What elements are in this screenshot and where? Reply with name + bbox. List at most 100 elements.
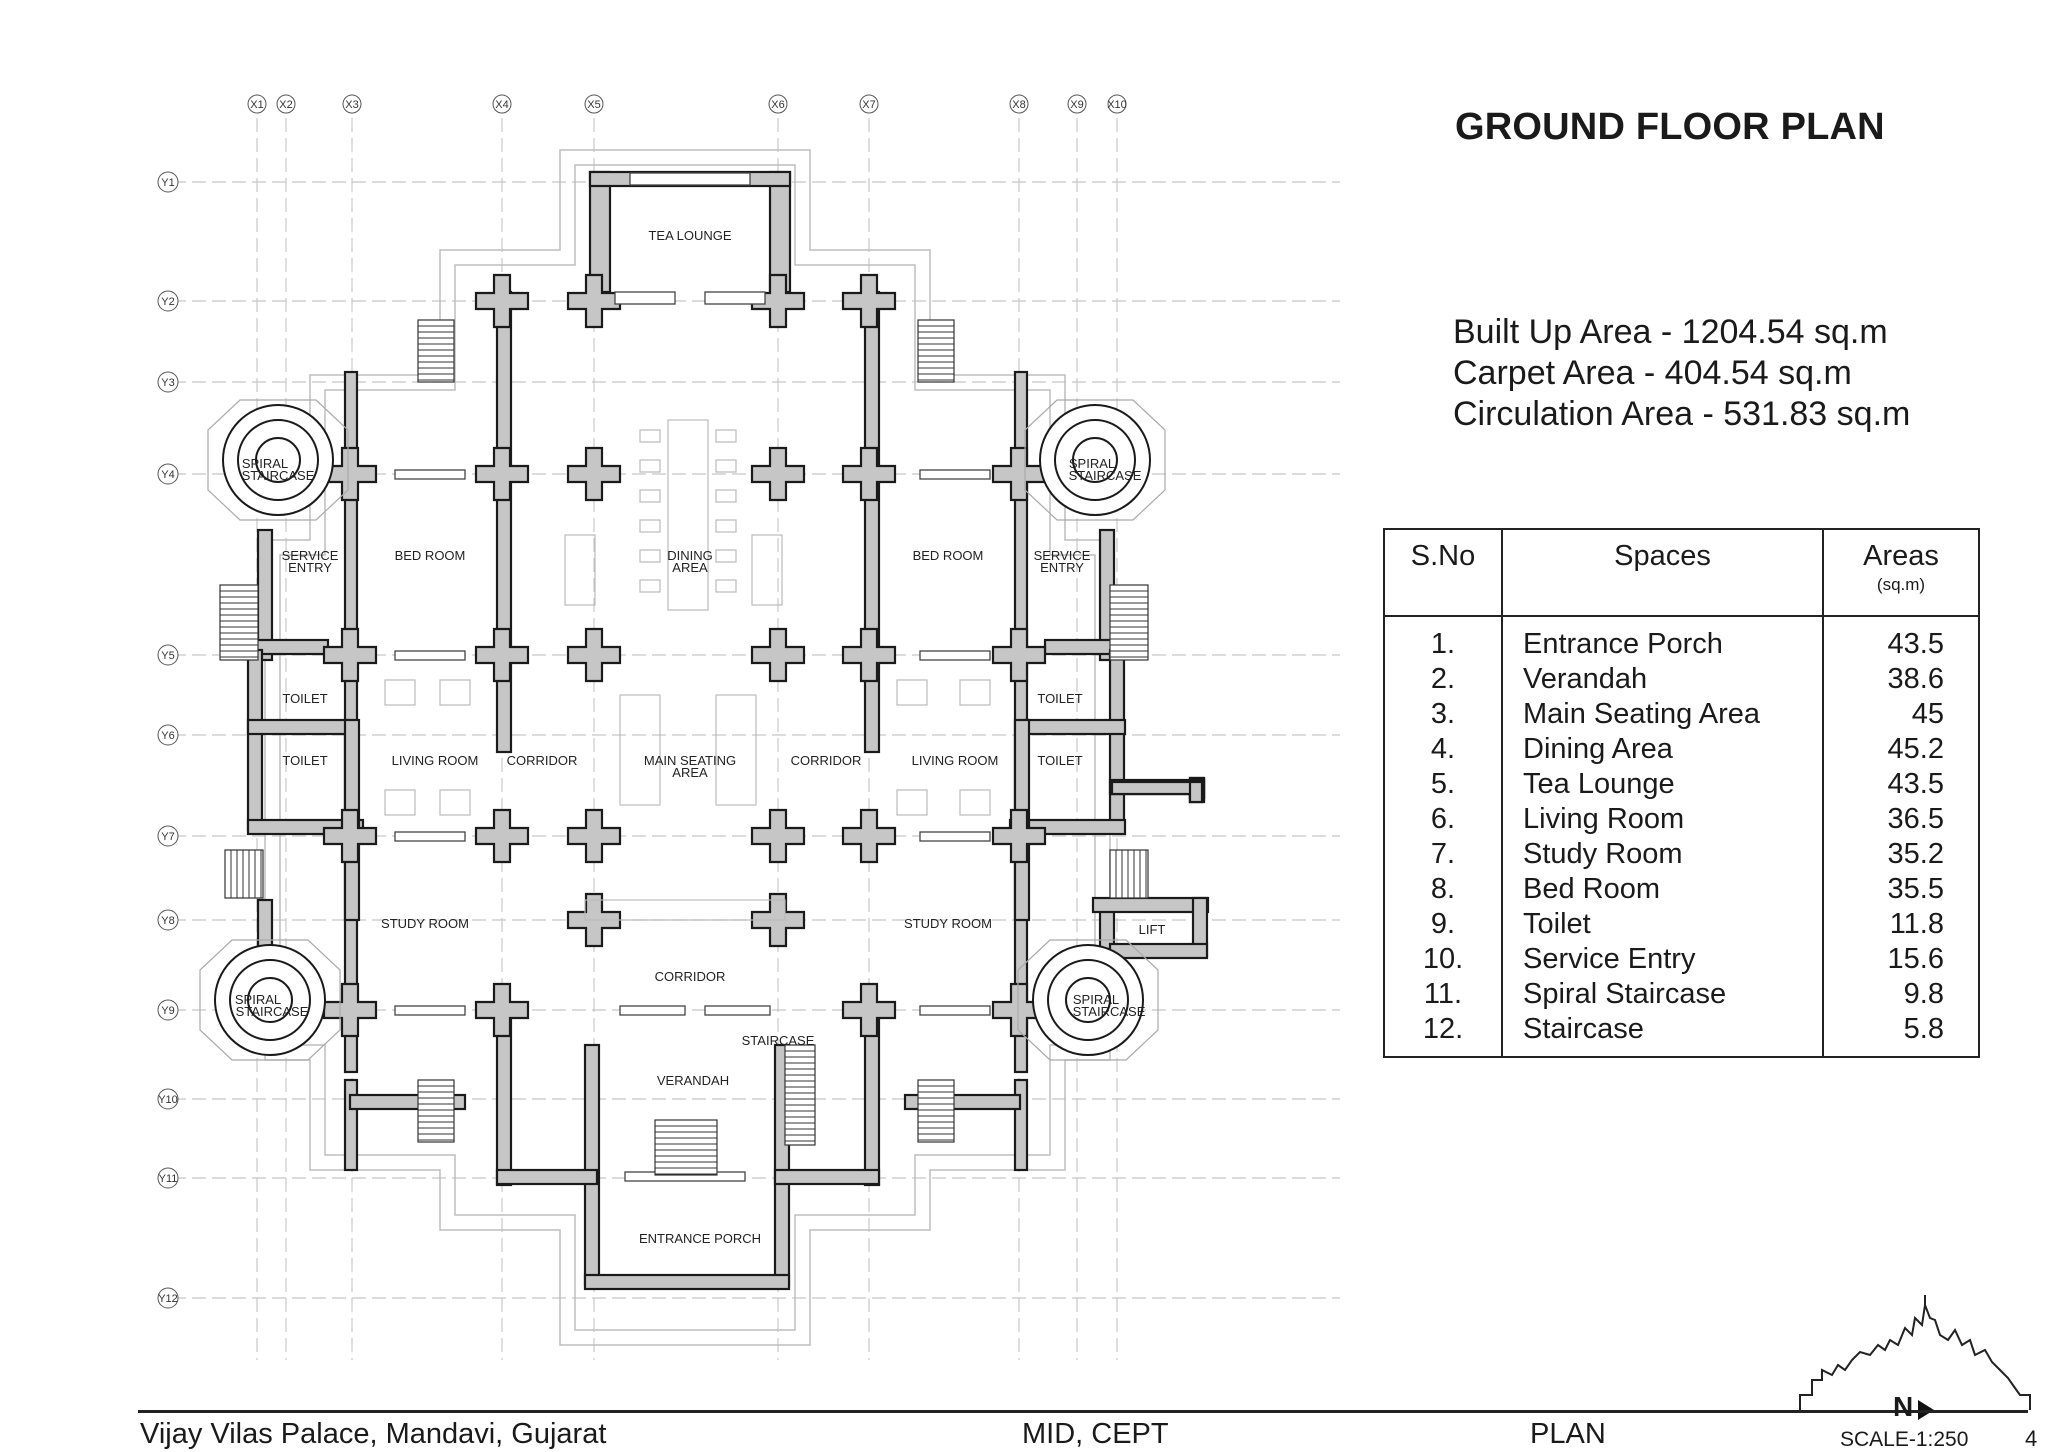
grid-label-x: X10 [1107, 99, 1127, 111]
grid-label-x: X9 [1070, 99, 1083, 111]
cell-spacer [1383, 1047, 1503, 1057]
grid-bubble-x [584, 94, 604, 114]
cell-area: 43.5 [1822, 767, 1980, 802]
grid-bubble-y [157, 171, 179, 193]
label-toilet-1: TOILET [282, 691, 327, 706]
grid-bubble-x [1067, 94, 1087, 114]
cell-sno: 6. [1383, 802, 1503, 837]
pier [566, 627, 622, 683]
label-service-right-2: ENTRY [1040, 560, 1084, 575]
label-toilet-2: TOILET [282, 753, 327, 768]
window [704, 291, 766, 305]
cell-space: Service Entry [1501, 942, 1824, 977]
footer-project: Vijay Vilas Palace, Mandavi, Gujarat [140, 1418, 607, 1450]
carpet-area: Carpet Area - 404.54 sq.m [1453, 354, 1852, 392]
grid-label-y: Y11 [159, 1173, 178, 1185]
cell-sno: 11. [1383, 977, 1503, 1012]
pier [322, 808, 378, 864]
label-spiral-tr-2: STAIRCASE [1069, 468, 1142, 483]
wall-segment [583, 1043, 601, 1287]
page-number: 4 [2025, 1426, 2038, 1451]
pier [841, 808, 897, 864]
grid-bubble-x [1107, 94, 1127, 114]
label-study-right: STUDY ROOM [904, 916, 992, 931]
schedule-spacer-row [1383, 1047, 1980, 1057]
grid-label-y: Y3 [161, 377, 174, 389]
footer-scale: SCALE-1:250 [1840, 1428, 1969, 1451]
window-openings [394, 172, 991, 1182]
cell-space: Verandah [1501, 662, 1824, 697]
grid-label-y: Y6 [161, 730, 174, 742]
window [919, 831, 991, 842]
col-sno: S.No [1383, 528, 1503, 617]
grid-bubble-x [276, 94, 296, 114]
wall-segment [1108, 942, 1209, 960]
cell-spacer [1501, 1047, 1824, 1057]
pier [474, 273, 530, 329]
grid-bubble-y [157, 1088, 179, 1110]
grid-label-y: Y8 [161, 915, 174, 927]
grid-label-x: X1 [250, 99, 263, 111]
pier [991, 982, 1047, 1038]
pier [991, 808, 1047, 864]
window [704, 1005, 771, 1016]
footer-rule [138, 1410, 2028, 1413]
grid-label-x: X8 [1012, 99, 1025, 111]
label-corridor-right: CORRIDOR [791, 753, 862, 768]
label-spiral-tr-1: SPIRAL [1069, 456, 1115, 471]
pier [991, 446, 1047, 502]
grid-bubble-y [157, 290, 179, 312]
grid-label-x: X2 [279, 99, 292, 111]
area-summary: Built Up Area - 1204.54 sq.m Carpet Area… [1453, 312, 1910, 435]
pier [841, 982, 897, 1038]
footer-institute: MID, CEPT [1022, 1418, 1169, 1450]
grid-bubble-y [157, 1167, 179, 1189]
pier [322, 982, 378, 1038]
sheet-title: GROUND FLOOR PLAN [1455, 106, 1885, 148]
pier [566, 446, 622, 502]
pier [750, 627, 806, 683]
cell-sno: 4. [1383, 732, 1503, 767]
label-bed-right: BED ROOM [913, 548, 984, 563]
grid-label-x: X7 [862, 99, 875, 111]
north-label: N [1893, 1391, 1914, 1422]
cell-sno: 9. [1383, 907, 1503, 942]
room-labels: TEA LOUNGE DINING AREA BED ROOM BED ROOM… [235, 228, 1166, 1246]
wall-segment [246, 718, 350, 736]
label-spiral-tl-2: STAIRCASE [242, 468, 315, 483]
area-schedule-table: S.No Spaces Areas (sq.m) 1.Entrance Porc… [1383, 528, 1980, 1058]
cell-area: 35.2 [1822, 837, 1980, 872]
cell-area: 36.5 [1822, 802, 1980, 837]
footer-type: PLAN [1530, 1418, 1606, 1450]
wall-segment [863, 290, 881, 754]
pier [322, 627, 378, 683]
pier [991, 627, 1047, 683]
label-spiral-bl-1: SPIRAL [235, 992, 281, 1007]
cell-space: Bed Room [1501, 872, 1824, 907]
cell-sno: 2. [1383, 662, 1503, 697]
grid-label-y: Y7 [161, 831, 174, 843]
grid-bubble-y [157, 825, 179, 847]
pier [474, 446, 530, 502]
label-entrance-porch: ENTRANCE PORCH [639, 1231, 761, 1246]
cell-sno: 8. [1383, 872, 1503, 907]
label-verandah: VERANDAH [657, 1073, 729, 1088]
label-toilet-4: TOILET [1037, 753, 1082, 768]
cell-area: 38.6 [1822, 662, 1980, 697]
label-service-left-2: ENTRY [288, 560, 332, 575]
grid-label-y: Y2 [161, 296, 174, 308]
label-staircase: STAIRCASE [742, 1033, 815, 1048]
spiral-octagons [199, 399, 1166, 1061]
wall-segment [773, 1168, 881, 1186]
cell-space: Spiral Staircase [1501, 977, 1824, 1012]
label-corridor-main: CORRIDOR [655, 969, 726, 984]
grid-bubble-y [157, 644, 179, 666]
grid-label-y: Y9 [161, 1005, 174, 1017]
cell-area: 5.8 [1822, 1012, 1980, 1047]
